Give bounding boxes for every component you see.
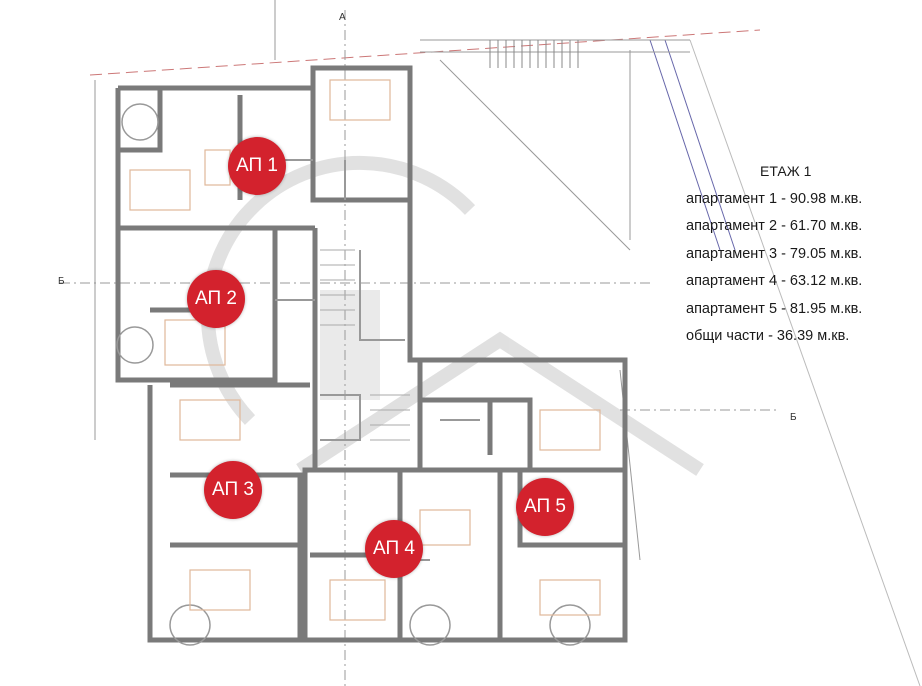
legend-item-apartment-1: апартамент 1 - 90.98 м.кв. — [686, 190, 863, 207]
legend-item-apartment-5: апартамент 5 - 81.95 м.кв. — [686, 300, 863, 317]
terraces — [116, 103, 591, 646]
section-mark-b-left: Б — [58, 276, 65, 287]
legend-item-apartment-4: апартамент 4 - 63.12 м.кв. — [686, 273, 863, 289]
apartment-badge-4[interactable]: АП 4 — [365, 520, 423, 578]
section-mark-a: А — [339, 12, 346, 23]
floor-title: ЕТАЖ 1 — [760, 163, 812, 179]
legend-item-apartment-2: апартамент 2 - 61.70 м.кв. — [686, 218, 863, 234]
furniture — [129, 79, 601, 621]
area-legend: ЕТАЖ 1 апартамент 1 - 90.98 м.кв. апарта… — [686, 158, 862, 351]
apartment-badge-1[interactable]: АП 1 — [228, 137, 286, 195]
apartment-badge-5[interactable]: АП 5 — [516, 478, 574, 536]
apartment-badge-3[interactable]: АП 3 — [204, 461, 262, 519]
apartment-badge-2[interactable]: АП 2 — [187, 270, 245, 328]
legend-item-apartment-3: апартамент 3 - 79.05 м.кв. — [686, 245, 863, 262]
legend-item-common-areas: общи части - 36.39 м.кв. — [686, 328, 850, 344]
core-stairs — [320, 249, 410, 441]
section-mark-b-right: Б — [790, 412, 797, 423]
exterior-stairs — [489, 40, 579, 68]
site-lines — [60, 0, 921, 686]
